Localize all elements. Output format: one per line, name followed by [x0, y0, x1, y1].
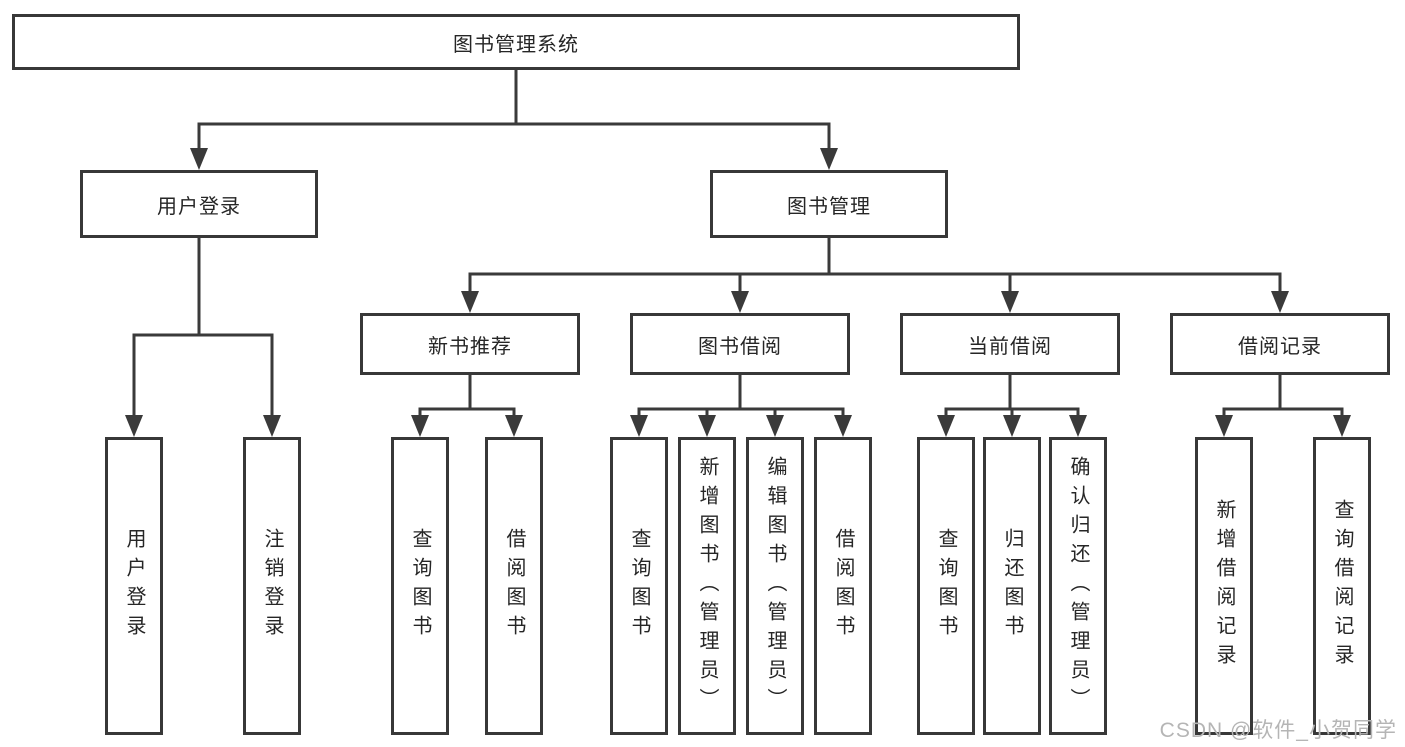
node-label: 查询图书 [935, 528, 957, 644]
node-label: 新书推荐 [428, 335, 512, 358]
node-label: 图书借阅 [698, 335, 782, 358]
node-label: 归还图书 [1001, 528, 1023, 644]
node-label: 用户登录 [157, 195, 241, 218]
node-label: 借阅图书 [832, 528, 854, 644]
node-new-book-recommend: 新书推荐 [360, 313, 580, 375]
leaf-query-borrow-record: 查询借阅记录 [1313, 437, 1371, 735]
leaf-logout: 注销登录 [243, 437, 301, 735]
leaf-borrow-books: 借阅图书 [814, 437, 872, 735]
leaf-borrow-query-books: 查询图书 [610, 437, 668, 735]
leaf-edit-books-admin: 编辑图书（管理员） [746, 437, 804, 735]
node-label: 图书管理系统 [453, 33, 579, 56]
node-label: 编辑图书（管理员） [764, 455, 786, 717]
leaf-confirm-return-admin: 确认归还（管理员） [1049, 437, 1107, 735]
node-book-borrow: 图书借阅 [630, 313, 850, 375]
node-label: 查询图书 [628, 528, 650, 644]
leaf-return-books: 归还图书 [983, 437, 1041, 735]
leaf-user-login: 用户登录 [105, 437, 163, 735]
node-label: 确认归还（管理员） [1067, 455, 1089, 717]
leaf-recommend-query-books: 查询图书 [391, 437, 449, 735]
csdn-watermark: CSDN @软件_小贺同学 [1159, 719, 1397, 742]
node-label: 用户登录 [123, 528, 145, 644]
node-label: 借阅记录 [1238, 335, 1322, 358]
node-label: 借阅图书 [503, 528, 525, 644]
node-label: 查询借阅记录 [1331, 499, 1353, 673]
leaf-add-books-admin: 新增图书（管理员） [678, 437, 736, 735]
leaf-recommend-borrow-books: 借阅图书 [485, 437, 543, 735]
node-label: 当前借阅 [968, 335, 1052, 358]
node-borrow-records: 借阅记录 [1170, 313, 1390, 375]
node-label: 新增借阅记录 [1213, 499, 1235, 673]
node-user-login: 用户登录 [80, 170, 318, 238]
leaf-add-borrow-record: 新增借阅记录 [1195, 437, 1253, 735]
node-book-management: 图书管理 [710, 170, 948, 238]
node-label: 图书管理 [787, 195, 871, 218]
node-label: 查询图书 [409, 528, 431, 644]
node-current-borrow: 当前借阅 [900, 313, 1120, 375]
leaf-current-query-books: 查询图书 [917, 437, 975, 735]
node-label: 注销登录 [261, 528, 283, 644]
node-label: 新增图书（管理员） [696, 455, 718, 717]
node-library-management-system: 图书管理系统 [12, 14, 1020, 70]
